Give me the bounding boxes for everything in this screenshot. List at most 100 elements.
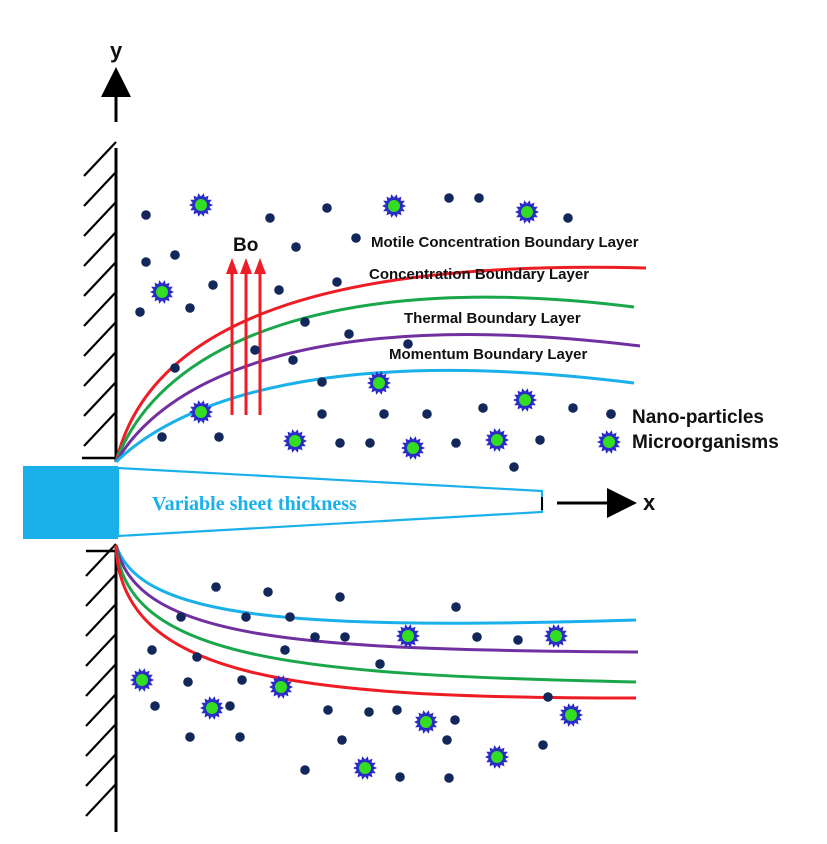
hatch-line: [83, 381, 117, 417]
microorganism-core: [195, 199, 207, 211]
x-axis: x: [557, 488, 656, 518]
microorganism-core: [519, 394, 531, 406]
nanoparticle: [317, 409, 327, 419]
microorganism-core: [289, 435, 301, 447]
nanoparticle: [300, 765, 310, 775]
nanoparticle: [208, 280, 218, 290]
microorganism: [414, 710, 438, 734]
nanoparticle: [474, 193, 484, 203]
nanoparticle: [451, 602, 461, 612]
microorganism: [150, 280, 174, 304]
nanoparticle: [444, 193, 454, 203]
label-momentum-layer: Momentum Boundary Layer: [389, 346, 588, 363]
momentum-layer-lower: [114, 544, 637, 625]
microorganism: [597, 430, 621, 454]
nanoparticle: [340, 632, 350, 642]
nanoparticle: [442, 735, 452, 745]
nanoparticle: [237, 675, 247, 685]
nanoparticle: [478, 403, 488, 413]
microorganism-core: [521, 206, 533, 218]
nanoparticle: [214, 432, 224, 442]
hatch-line: [83, 201, 117, 237]
wall-hatching: [83, 141, 117, 817]
microorganism: [367, 371, 391, 395]
microorganism: [283, 429, 307, 453]
nanoparticle: [364, 707, 374, 717]
field-arrow-head: [254, 258, 266, 274]
nanoparticle: [241, 612, 251, 622]
nanoparticle: [403, 339, 413, 349]
microorganism: [544, 624, 568, 648]
nanoparticle: [280, 645, 290, 655]
nanoparticle: [606, 409, 616, 419]
y-axis-label: y: [110, 38, 123, 63]
nanoparticle: [170, 363, 180, 373]
microorganism: [130, 668, 154, 692]
microorganism-core: [275, 681, 287, 693]
layer-labels: Motile Concentration Boundary Layer Conc…: [369, 234, 639, 363]
nanoparticle: [265, 213, 275, 223]
hatch-line: [85, 663, 117, 697]
nanoparticle: [135, 307, 145, 317]
hatch-line: [85, 603, 117, 637]
nanoparticle: [375, 659, 385, 669]
hatch-line: [85, 753, 117, 787]
nanoparticle: [141, 210, 151, 220]
hatch-line: [83, 261, 117, 297]
nanoparticle: [185, 732, 195, 742]
y-axis: y: [101, 38, 131, 122]
microorganism: [485, 428, 509, 452]
nanoparticle: [365, 438, 375, 448]
hatch-line: [85, 783, 117, 817]
microorganism: [200, 696, 224, 720]
legend-microorganisms-label: Microorganisms: [632, 432, 779, 453]
nanoparticle: [291, 242, 301, 252]
microorganism: [485, 745, 509, 769]
nanoparticle: [422, 409, 432, 419]
field-arrow-head: [240, 258, 252, 274]
hatch-line: [83, 411, 117, 447]
legend: Nano-particles Microorganisms: [597, 407, 779, 454]
microorganism-core: [359, 762, 371, 774]
nanoparticle: [568, 403, 578, 413]
microorganism-core: [206, 702, 218, 714]
microorganism-core: [402, 630, 414, 642]
boundary-layers-lower: [114, 544, 639, 700]
nanoparticle: [513, 635, 523, 645]
sheet-wedge: [116, 466, 544, 538]
hatch-line: [83, 171, 117, 207]
microorganism-core: [407, 442, 419, 454]
microorganism: [396, 624, 420, 648]
nanoparticle: [509, 462, 519, 472]
microorganism-core: [373, 377, 385, 389]
nanoparticle: [225, 701, 235, 711]
hatch-line: [85, 633, 117, 667]
concentration-layer-lower: [114, 544, 637, 684]
microorganism: [515, 200, 539, 224]
microorganism: [353, 756, 377, 780]
microorganism-core: [195, 406, 207, 418]
legend-nanoparticles-label: Nano-particles: [632, 407, 764, 428]
nanoparticles: [135, 193, 616, 783]
nanoparticle: [185, 303, 195, 313]
wall: [82, 141, 118, 832]
boundary-layers-upper: [114, 265, 647, 464]
nanoparticle: [538, 740, 548, 750]
thermal-layer-lower: [114, 544, 639, 654]
legend-microorganism-marker: [597, 430, 621, 454]
microorganism-core: [603, 436, 615, 448]
magnetic-field: Bo: [226, 235, 266, 415]
momentum-layer-upper: [114, 369, 635, 464]
nanoparticle: [263, 587, 273, 597]
nanoparticle: [450, 715, 460, 725]
nanoparticle: [170, 250, 180, 260]
microorganism-core: [156, 286, 168, 298]
microorganism-core: [565, 709, 577, 721]
microorganism-core: [420, 716, 432, 728]
nanoparticle: [444, 773, 454, 783]
microorganism: [189, 193, 213, 217]
x-axis-label: x: [643, 490, 656, 515]
hatch-line: [85, 723, 117, 757]
microorganism-core: [550, 630, 562, 642]
microorganism-core: [136, 674, 148, 686]
